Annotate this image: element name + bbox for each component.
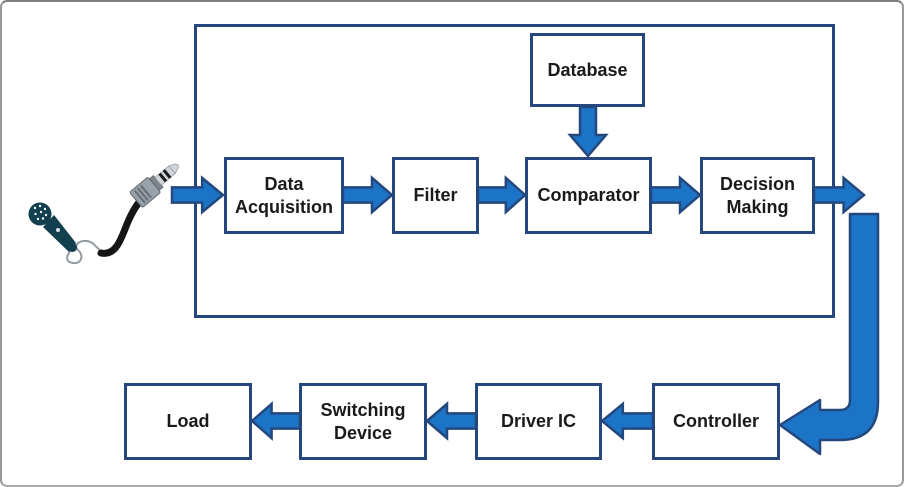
node-data-acquisition: Data Acquisition [224, 157, 344, 234]
node-controller: Controller [652, 383, 780, 460]
arrow-filter-to-comparator [478, 176, 526, 214]
arrow-decision-making-output [814, 176, 865, 214]
mic-handle [43, 215, 76, 252]
arrow-controller-to-driver-ic [601, 402, 653, 440]
node-decision-making-label: Decision Making [719, 174, 796, 217]
node-controller-label: Controller [672, 411, 759, 432]
arrow-switching-device-to-load [251, 402, 300, 440]
node-switching-device: Switching Device [299, 383, 427, 460]
node-driver-ic: Driver IC [475, 383, 602, 460]
processing-unit-frame [194, 24, 835, 318]
node-database-label: Database [547, 59, 628, 80]
mic-coil-cord [66, 239, 104, 265]
arrow-elbow-to-controller [778, 212, 880, 456]
node-data-acquisition-label: Data Acquisition [235, 174, 333, 217]
node-load: Load [124, 383, 252, 460]
mic-cable [97, 192, 148, 257]
node-load-label: Load [166, 411, 210, 432]
node-switching-device-label: Switching Device [320, 400, 406, 443]
arrow-comparator-to-decision-making [651, 176, 701, 214]
arrow-mic-to-data-acquisition [172, 176, 224, 214]
mic-handle-dot [56, 228, 60, 232]
node-filter-label: Filter [413, 185, 458, 206]
node-comparator: Comparator [525, 157, 652, 234]
node-decision-making: Decision Making [700, 157, 815, 234]
audio-jack-plug-icon [129, 163, 179, 208]
mic-grille-dots [33, 204, 48, 221]
microphone-icon [28, 163, 179, 265]
arrow-database-to-comparator [568, 107, 608, 157]
arrow-driver-ic-to-switching-device [426, 402, 476, 440]
node-comparator-label: Comparator [537, 185, 640, 206]
arrow-data-acquisition-to-filter [343, 176, 393, 214]
node-filter: Filter [392, 157, 479, 234]
node-driver-ic-label: Driver IC [500, 411, 577, 432]
node-database: Database [530, 33, 645, 107]
mic-handle-end [68, 243, 77, 252]
